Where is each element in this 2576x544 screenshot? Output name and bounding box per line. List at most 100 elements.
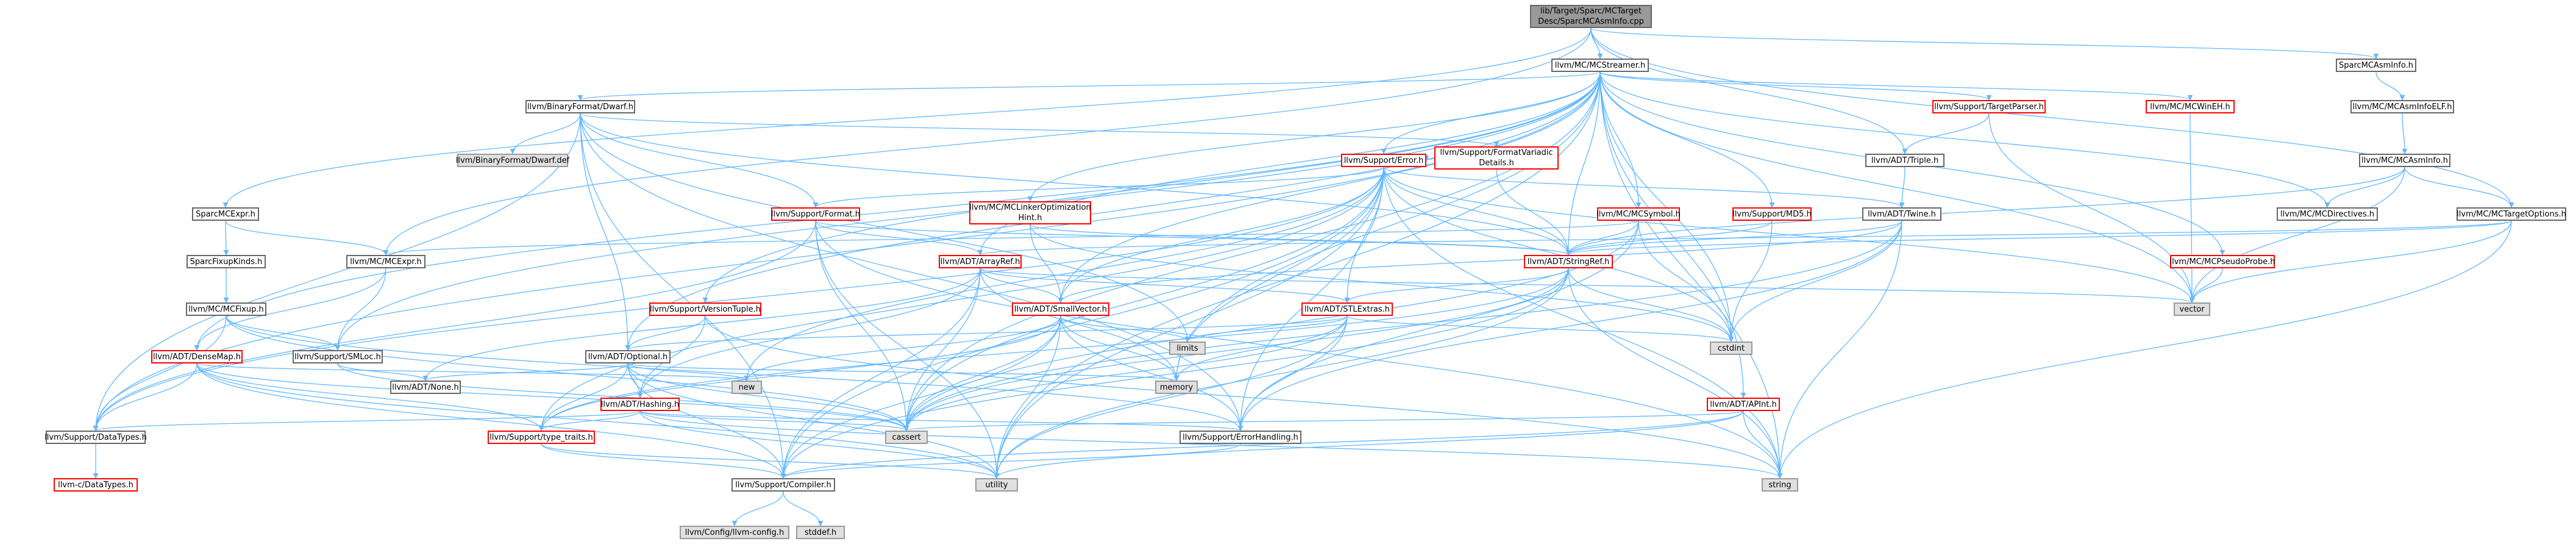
node-mcstreamer[interactable]: llvm/MC/MCStreamer.h	[1551, 59, 1649, 72]
edge-targetopts-to-stringref	[1565, 220, 2512, 256]
edge-error-to-stringref	[1383, 166, 1571, 256]
node-string: string	[1762, 478, 1798, 492]
edge-compiler-to-llvmconfig	[731, 491, 784, 526]
edge-mcstreamer-to-vector	[1599, 71, 2195, 303]
edge-error-to-cassert	[903, 166, 1384, 431]
edge-error-to-compiler	[780, 166, 1384, 479]
node-mcdirectives[interactable]: llvm/MC/MCDirectives.h	[2277, 207, 2378, 221]
edge-stringref-to-utility	[994, 268, 1569, 479]
node-mdos[interactable]: llvm/Support/MD5.h	[1732, 207, 1812, 221]
edge-root-to-triple	[1590, 27, 1908, 154]
edge-asminfo-to-vector	[2189, 166, 2405, 303]
node-dwarf[interactable]: llvm/BinaryFormat/Dwarf.h	[525, 100, 635, 113]
edge-smallvector-to-compiler	[780, 315, 1061, 479]
node-arrayref[interactable]: llvm/ADT/ArrayRef.h	[939, 255, 1022, 268]
node-stringref[interactable]: llvm/ADT/StringRef.h	[1524, 255, 1613, 268]
edge-densemap-to-new	[196, 363, 750, 381]
edge-mcstreamer-to-densemap	[194, 71, 1601, 351]
edge-stringref-to-cstdint	[1568, 268, 1734, 342]
node-utility: utility	[975, 478, 1018, 492]
node-format[interactable]: llvm/Support/Format.h	[771, 207, 860, 221]
node-mcsymbol[interactable]: llvm/MC/MCSymbol.h	[1596, 207, 1681, 221]
node-targetparser[interactable]: llvm/Support/TargetParser.h	[1932, 100, 2046, 113]
edge-fmtvariadic-to-stringref	[1496, 169, 1571, 256]
node-cdatatypes[interactable]: llvm-c/DataTypes.h	[54, 478, 138, 492]
edge-densemap-to-compiler	[196, 363, 786, 479]
node-compiler[interactable]: llvm/Support/Compiler.h	[731, 478, 835, 492]
node-none[interactable]: llvm/ADT/None.h	[390, 381, 461, 394]
edge-format-to-datatypes	[93, 220, 816, 431]
node-triple[interactable]: llvm/ADT/Triple.h	[1865, 154, 1944, 167]
node-datatypes[interactable]: llvm/Support/DataTypes.h	[44, 431, 147, 444]
edge-apint-to-compiler	[780, 410, 1744, 479]
node-mcexpr[interactable]: llvm/MC/MCExpr.h	[346, 255, 425, 268]
node-stddef: stddef.h	[796, 526, 845, 539]
node-fixupkinds[interactable]: SparcFixupKinds.h	[187, 255, 266, 268]
node-sparcasm[interactable]: SparcMCAsmInfo.h	[2336, 59, 2416, 72]
node-asmelf[interactable]: llvm/MC/MCAsmInfoELF.h	[2350, 100, 2454, 113]
edge-error-to-string	[1383, 166, 1783, 479]
node-asminfo[interactable]: llvm/MC/MCAsmInfo.h	[2359, 154, 2450, 167]
edge-arrayref-to-vector	[980, 268, 2194, 303]
edge-densemap-to-utility	[196, 363, 1000, 479]
node-optional[interactable]: llvm/ADT/Optional.h	[585, 350, 671, 363]
node-error[interactable]: llvm/Support/Error.h	[1341, 154, 1426, 167]
edge-asmelf-to-asminfo	[2402, 113, 2408, 154]
edge-versiontuple-to-optional	[625, 315, 706, 351]
edge-hashing-to-errorhandling	[639, 410, 1244, 431]
edge-winEH-to-vector	[2189, 113, 2195, 303]
node-smloc[interactable]: llvm/Support/SMLoc.h	[293, 350, 383, 363]
edge-apint-to-utility	[994, 410, 1744, 479]
edge-error-to-utility	[994, 166, 1384, 479]
edge-stlextras-to-errorhandling	[1237, 315, 1348, 431]
node-sparcmcexpr[interactable]: SparcMCExpr.h	[192, 207, 259, 221]
edge-mcfixup-to-datatypes	[93, 315, 227, 431]
node-mcfixup[interactable]: llvm/MC/MCFixup.h	[186, 302, 266, 316]
edge-root-to-sparcmcexpr	[222, 27, 1592, 208]
edge-format-to-cassert	[815, 220, 909, 431]
edge-error-to-typetraits	[538, 166, 1384, 431]
node-pseudoprobe[interactable]: llvm/MC/MCPseudoProbe.h	[2170, 255, 2275, 268]
edge-linkeropt-to-smallvector	[1030, 224, 1064, 303]
node-limits: limits	[1169, 342, 1206, 355]
edge-twine-to-smallvector	[1058, 220, 1902, 303]
edge-hashing-to-cassert	[639, 410, 909, 431]
node-stlextras[interactable]: llvm/ADT/STLExtras.h	[1301, 302, 1393, 316]
edge-densemap-to-cassert	[196, 363, 909, 431]
edge-arrayref-to-stlextras	[980, 268, 1350, 303]
edge-smallvector-to-limits	[1060, 315, 1190, 342]
edge-densemap-to-datatypes	[93, 363, 197, 431]
edge-mcstreamer-to-smallvector	[1058, 71, 1601, 303]
node-densemap[interactable]: llvm/ADT/DenseMap.h	[151, 350, 243, 363]
edge-mcfixup-to-errorhandling	[226, 315, 1244, 431]
edge-error-to-vector	[1383, 166, 2195, 303]
edge-smloc-to-none	[337, 363, 429, 381]
edge-stlextras-to-limits	[1184, 315, 1348, 342]
edge-mcstreamer-to-utility	[994, 71, 1601, 479]
node-apint[interactable]: llvm/ADT/APInt.h	[1707, 398, 1780, 411]
edge-root-to-mcexpr	[383, 27, 1592, 256]
edge-stringref-to-string	[1568, 268, 1783, 479]
node-smallvector[interactable]: llvm/ADT/SmallVector.h	[1012, 302, 1109, 316]
edge-error-to-twine	[1383, 166, 1905, 208]
node-versiontuple[interactable]: llvm/Support/VersionTuple.h	[649, 302, 761, 316]
node-typetraits[interactable]: llvm/Support/type_traits.h	[488, 431, 595, 444]
edge-stlextras-to-utility	[994, 315, 1348, 479]
edge-error-to-cstdint	[1383, 166, 1734, 342]
edge-error-to-format	[813, 166, 1384, 208]
edge-pseudoprobe-to-vector	[2189, 268, 2223, 303]
node-hashing[interactable]: llvm/ADT/Hashing.h	[600, 398, 680, 411]
edge-mcstreamer-to-linkeropt	[1027, 71, 1601, 202]
node-errorhandling[interactable]: llvm/Support/ErrorHandling.h	[1179, 431, 1301, 444]
edge-versiontuple-to-hashing	[637, 315, 706, 398]
node-winEH[interactable]: llvm/MC/MCWinEH.h	[2146, 100, 2235, 113]
node-twine[interactable]: llvm/ADT/Twine.h	[1862, 207, 1941, 221]
edge-mcsymbol-to-stringref	[1565, 220, 1639, 256]
edge-arrayref-to-memory	[980, 268, 1179, 381]
node-linkeropt[interactable]: llvm/MC/MCLinkerOptimization Hint.h	[969, 201, 1091, 224]
edge-dwarf-to-format	[580, 113, 819, 208]
node-fmtvariadic[interactable]: llvm/Support/FormatVariadic Details.h	[1434, 146, 1559, 170]
edge-arrayref-to-hashing	[637, 268, 981, 398]
edge-arrayref-to-cassert	[903, 268, 981, 431]
node-targetopts[interactable]: llvm/MC/MCTargetOptions.h	[2457, 207, 2566, 221]
